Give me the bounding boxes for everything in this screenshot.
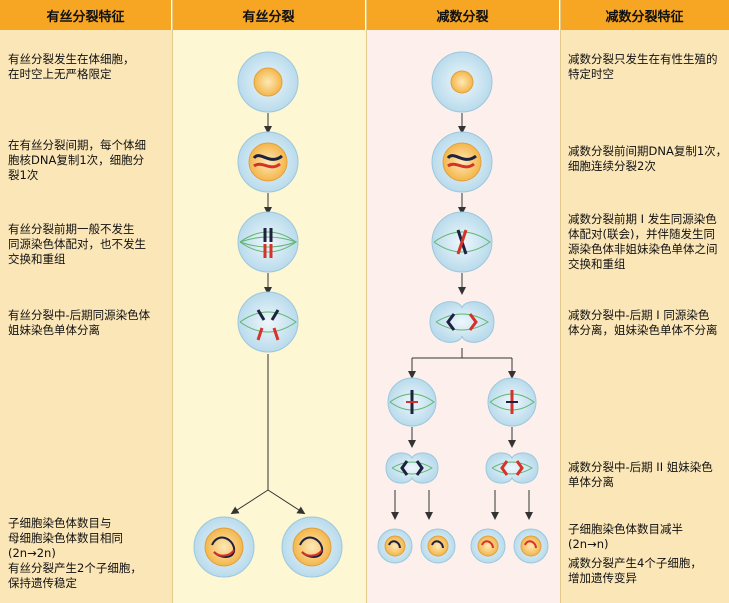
meiosis-feature-4: 减数分裂中-后期 I 同源染色 体分离，姐妹染色单体不分离 [568, 308, 718, 337]
meiosis-feature-6: 子细胞染色体数目减半 (2n→n) [568, 522, 683, 551]
mitosis-feature-1: 有丝分裂发生在体细胞， 在时空上无严格限定 [8, 52, 135, 81]
meiosis-gamete-cell [513, 528, 549, 564]
mitosis-features-column [0, 30, 172, 603]
header-meiosis: 减数分裂 [366, 0, 560, 30]
meiosis-prophase-i-cell [431, 211, 493, 273]
meiosis-feature-1: 减数分裂只发生在有性生殖的 特定时空 [568, 52, 718, 81]
meiosis-gamete-cell [377, 528, 413, 564]
meiosis-anaphase-ii-cell [385, 452, 439, 484]
meiosis-ii-cell [387, 377, 437, 427]
meiosis-dna-replication-cell [431, 131, 493, 193]
meiosis-feature-5: 减数分裂中-后期 II 姐妹染色 单体分离 [568, 460, 713, 489]
mitosis-daughter-cell [193, 516, 255, 578]
meiosis-features-column [560, 30, 729, 603]
mitosis-anaphase-cell [237, 291, 299, 353]
divider [172, 0, 173, 603]
meiosis-feature-2: 减数分裂前间期DNA复制1次， 细胞连续分裂2次 [568, 144, 728, 173]
mitosis-feature-4: 有丝分裂中-后期同源染色体 姐妹染色单体分离 [8, 308, 151, 337]
header-mitosis: 有丝分裂 [172, 0, 366, 30]
meiosis-feature-3: 减数分裂前期 I 发生同源染色 体配对(联会)，并伴随发生同 源染色体非姐妹染色… [568, 212, 718, 271]
meiosis-anaphase-i-cell [429, 301, 495, 343]
divider [560, 0, 561, 603]
header-mitosis-features: 有丝分裂特征 [0, 0, 172, 30]
mitosis-feature-2: 在有丝分裂间期，每个体细 胞核DNA复制1次，细胞分 裂1次 [8, 138, 146, 182]
mitosis-interphase-cell [237, 51, 299, 113]
mitosis-prophase-cell [237, 211, 299, 273]
header-meiosis-features: 减数分裂特征 [560, 0, 729, 30]
meiosis-gamete-cell [420, 528, 456, 564]
meiosis-interphase-cell [431, 51, 493, 113]
mitosis-feature-3: 有丝分裂前期一般不发生 同源染色体配对，也不发生 交换和重组 [8, 222, 146, 266]
meiosis-anaphase-ii-cell [485, 452, 539, 484]
meiosis-feature-7: 减数分裂产生4个子细胞， 增加遗传变异 [568, 556, 702, 585]
meiosis-gamete-cell [470, 528, 506, 564]
mitosis-dna-replication-cell [237, 131, 299, 193]
meiosis-ii-cell [487, 377, 537, 427]
mitosis-daughter-cell [281, 516, 343, 578]
mitosis-feature-5: 子细胞染色体数目与 母细胞染色体数目相同 (2n→2n) 有丝分裂产生2个子细胞… [8, 516, 142, 590]
divider [366, 0, 367, 603]
